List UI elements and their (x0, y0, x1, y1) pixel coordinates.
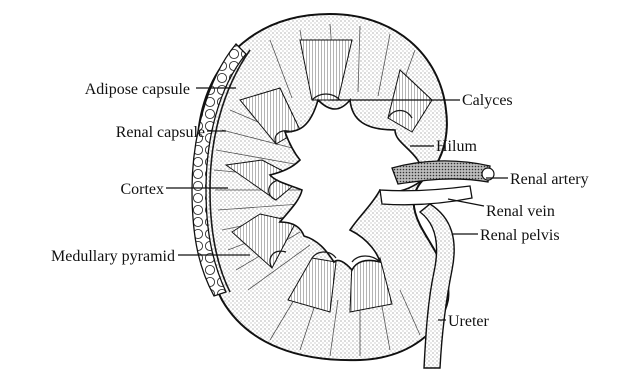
renal-vessels (380, 161, 494, 205)
renal-artery-vessel (392, 161, 490, 184)
label-renal-pelvis: Renal pelvis (480, 227, 560, 244)
label-calyces: Calyces (462, 92, 513, 109)
label-renal-capsule: Renal capsule (116, 124, 205, 141)
label-adipose-capsule: Adipose capsule (85, 81, 190, 98)
label-medullary-pyramid: Medullary pyramid (51, 248, 175, 265)
label-cortex: Cortex (120, 181, 164, 198)
label-hilum: Hilum (436, 138, 477, 155)
label-renal-vein: Renal vein (486, 203, 555, 220)
label-renal-artery: Renal artery (510, 171, 589, 188)
label-ureter: Ureter (448, 313, 490, 330)
